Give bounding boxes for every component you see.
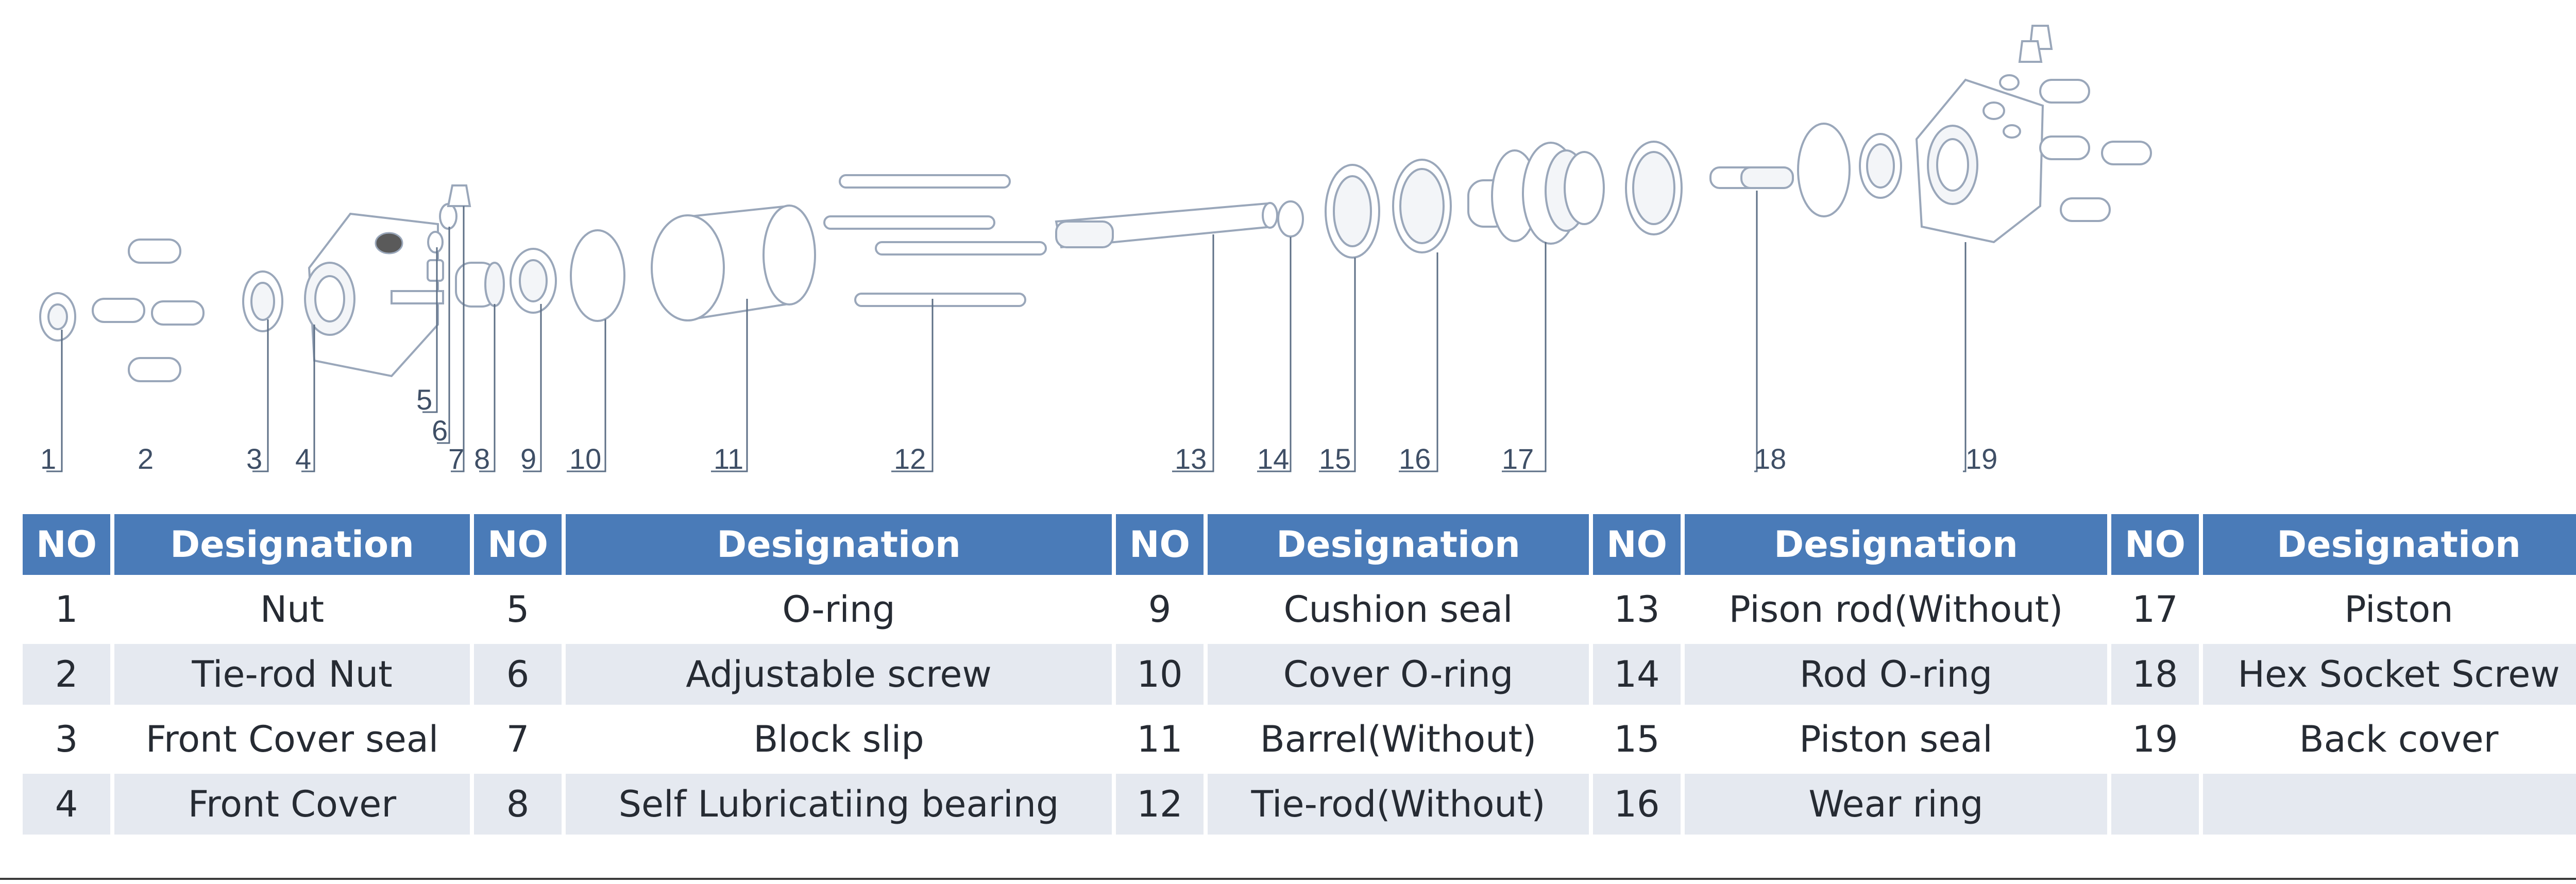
header-no: NO xyxy=(1593,514,1681,575)
cell-designation: Barrel(Without) xyxy=(1208,709,1589,770)
cell-no: 15 xyxy=(1593,709,1681,770)
bottom-divider xyxy=(0,878,2576,880)
cell-designation: Pison rod(Without) xyxy=(1685,579,2107,640)
part-tie-rods xyxy=(823,174,1047,307)
callout-17: 17 xyxy=(1502,443,1534,475)
callout-11: 11 xyxy=(714,443,743,475)
cell-designation: Block slip xyxy=(566,709,1112,770)
cell-designation: Back cover xyxy=(2203,709,2576,770)
callout-9: 9 xyxy=(520,443,536,475)
cell-no: 16 xyxy=(1593,774,1681,835)
header-designation: Designation xyxy=(1208,514,1589,575)
part-front-cover-seal xyxy=(242,270,283,332)
cell-designation: Front Cover xyxy=(114,774,470,835)
cell-designation: Piston seal xyxy=(1685,709,2107,770)
callout-6: 6 xyxy=(432,414,448,447)
parts-table-container: NO Designation NO Designation NO Designa… xyxy=(19,510,2576,839)
callout-14: 14 xyxy=(1257,443,1289,475)
part-small-screws xyxy=(427,184,471,282)
cell-no xyxy=(2111,774,2199,835)
cell-no: 4 xyxy=(23,774,110,835)
table-row: 1 Nut 5 O-ring 9 Cushion seal 13 Pison r… xyxy=(23,579,2576,640)
callout-7: 7 xyxy=(448,443,464,475)
part-rear-tie-rod-nuts xyxy=(2039,79,2152,222)
cell-designation: Adjustable screw xyxy=(566,644,1112,705)
part-hex-socket-screw xyxy=(1709,166,1794,189)
cell-designation: Hex Socket Screw xyxy=(2203,644,2576,705)
part-piston-rear-seal xyxy=(1625,141,1683,235)
parts-table: NO Designation NO Designation NO Designa… xyxy=(19,510,2576,839)
cell-designation xyxy=(2203,774,2576,835)
part-piston xyxy=(1467,142,1605,245)
cell-designation: Wear ring xyxy=(1685,774,2107,835)
cell-designation: Tie-rod(Without) xyxy=(1208,774,1589,835)
header-no: NO xyxy=(23,514,110,575)
cell-no: 2 xyxy=(23,644,110,705)
cell-no: 7 xyxy=(474,709,562,770)
part-piston-seal xyxy=(1325,164,1380,259)
cell-designation: Piston xyxy=(2203,579,2576,640)
callout-13: 13 xyxy=(1175,443,1207,475)
callout-8: 8 xyxy=(474,443,490,475)
callout-3: 3 xyxy=(246,443,262,475)
cell-no: 11 xyxy=(1116,709,1204,770)
callout-10: 10 xyxy=(569,443,601,475)
part-cover-o-ring xyxy=(570,229,625,322)
table-row: 2 Tie-rod Nut 6 Adjustable screw 10 Cove… xyxy=(23,644,2576,705)
cell-designation: Tie-rod Nut xyxy=(114,644,470,705)
cell-designation: Self Lubricatiing bearing xyxy=(566,774,1112,835)
header-no: NO xyxy=(1116,514,1204,575)
cell-no: 10 xyxy=(1116,644,1204,705)
cell-no: 19 xyxy=(2111,709,2199,770)
callout-1: 1 xyxy=(40,443,56,475)
part-front-cover xyxy=(304,212,444,378)
cell-no: 9 xyxy=(1116,579,1204,640)
cell-designation: Cover O-ring xyxy=(1208,644,1589,705)
header-no: NO xyxy=(2111,514,2199,575)
part-bearing xyxy=(455,262,505,308)
cell-designation: Rod O-ring xyxy=(1685,644,2107,705)
cell-no: 18 xyxy=(2111,644,2199,705)
callout-2: 2 xyxy=(138,443,154,475)
cell-no: 1 xyxy=(23,579,110,640)
cell-no: 6 xyxy=(474,644,562,705)
part-barrel xyxy=(651,205,816,321)
callout-5: 5 xyxy=(416,383,432,416)
cell-no: 5 xyxy=(474,579,562,640)
header-designation: Designation xyxy=(114,514,470,575)
part-tie-rod-nuts xyxy=(92,239,205,382)
cell-designation: Nut xyxy=(114,579,470,640)
header-designation: Designation xyxy=(566,514,1112,575)
cell-no: 17 xyxy=(2111,579,2199,640)
callout-16: 16 xyxy=(1399,443,1431,475)
part-rod-o-ring xyxy=(1277,200,1304,237)
part-cushion-seal xyxy=(510,248,557,314)
header-designation: Designation xyxy=(2203,514,2576,575)
part-back-cover xyxy=(1915,25,2053,244)
callout-18: 18 xyxy=(1754,443,1786,475)
part-wear-ring xyxy=(1392,159,1452,253)
table-row: 3 Front Cover seal 7 Block slip 11 Barre… xyxy=(23,709,2576,770)
exploded-parts-diagram: 1 2 3 4 5 6 7 8 9 10 11 12 13 14 15 16 1… xyxy=(39,25,2152,475)
leader-lines xyxy=(46,191,1967,472)
cell-designation: O-ring xyxy=(566,579,1112,640)
callout-4: 4 xyxy=(295,443,311,475)
cell-designation: Front Cover seal xyxy=(114,709,470,770)
header-designation: Designation xyxy=(1685,514,2107,575)
cell-designation: Cushion seal xyxy=(1208,579,1589,640)
part-nut xyxy=(39,292,76,342)
callout-12: 12 xyxy=(894,443,926,475)
table-row: 4 Front Cover 8 Self Lubricatiing bearin… xyxy=(23,774,2576,835)
cell-no: 13 xyxy=(1593,579,1681,640)
cell-no: 8 xyxy=(474,774,562,835)
cell-no: 12 xyxy=(1116,774,1204,835)
table-header-row: NO Designation NO Designation NO Designa… xyxy=(23,514,2576,575)
cell-no: 3 xyxy=(23,709,110,770)
part-piston-rod xyxy=(1055,202,1278,249)
part-back-o-ring xyxy=(1797,123,1902,217)
callout-15: 15 xyxy=(1319,443,1351,475)
cell-no: 14 xyxy=(1593,644,1681,705)
header-no: NO xyxy=(474,514,562,575)
callout-19: 19 xyxy=(1965,443,1997,475)
